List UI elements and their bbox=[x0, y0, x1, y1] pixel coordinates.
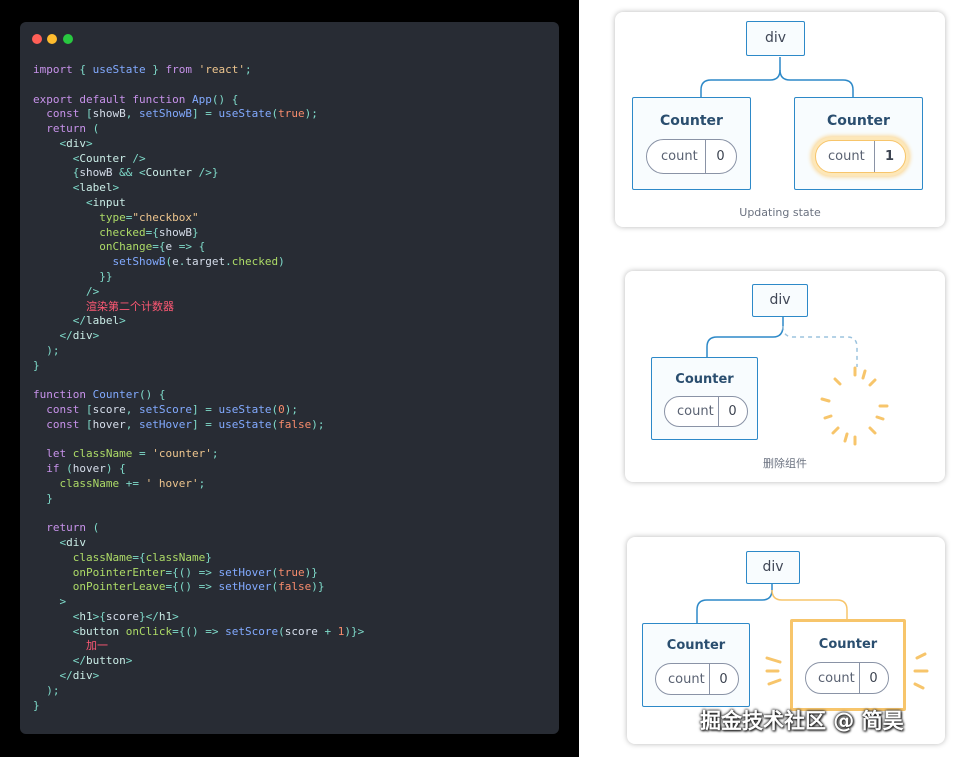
minimize-window-dot[interactable] bbox=[47, 34, 57, 44]
code-window: import { useState } from 'react'; export… bbox=[20, 22, 559, 734]
code-line: ); bbox=[46, 343, 60, 357]
count-label: count bbox=[677, 404, 714, 419]
count-label: count bbox=[668, 671, 705, 687]
counter-title: Counter bbox=[818, 637, 878, 652]
code-line: <Counter /> bbox=[72, 151, 146, 165]
diagram-caption: 删除组件 bbox=[763, 457, 807, 470]
diagram-delete-component: div Counter count 0 删除组件 bbox=[625, 271, 945, 482]
count-value: 0 bbox=[728, 404, 737, 419]
code-line: onPointerLeave={() => setHover(false)} bbox=[72, 580, 325, 594]
diagram-updating-state: div Counter count 0 Counter count 1 Upda… bbox=[615, 12, 945, 227]
count-label: count bbox=[828, 149, 865, 164]
div-node: div bbox=[752, 284, 808, 317]
maximize-window-dot[interactable] bbox=[63, 34, 73, 44]
counter-node-a: Counter count 0 bbox=[642, 623, 750, 707]
counter-node-a: Counter count 0 bbox=[651, 357, 758, 440]
counter-title: Counter bbox=[675, 372, 734, 387]
count-pill: count 0 bbox=[646, 139, 737, 174]
code-line: } bbox=[33, 358, 40, 372]
code-line: <h1>{score}</h1> bbox=[72, 609, 179, 623]
count-value: 0 bbox=[719, 671, 728, 687]
counter-title: Counter bbox=[827, 113, 890, 129]
code-line: <div bbox=[59, 536, 87, 549]
code-line: }} bbox=[99, 269, 113, 283]
count-value: 0 bbox=[869, 670, 878, 686]
count-label: count bbox=[818, 670, 855, 686]
diagram-caption: Updating state bbox=[739, 206, 821, 219]
code-line: <button onClick={() => setScore(score + … bbox=[72, 624, 365, 638]
code-line: <input bbox=[85, 196, 126, 210]
code-line: return ( bbox=[46, 122, 100, 136]
code-line: <div> bbox=[59, 136, 93, 150]
code-line: 渲染第二个计数器 bbox=[85, 299, 174, 313]
count-value: 1 bbox=[884, 149, 895, 164]
code-line: <label> bbox=[72, 181, 120, 195]
code-line: type="checkbox" bbox=[99, 210, 199, 224]
counter-title: Counter bbox=[666, 638, 726, 653]
code-line: className += ' hover'; bbox=[59, 476, 206, 490]
code-line: setShowB(e.target.checked) bbox=[112, 255, 285, 269]
code-line: </button> bbox=[72, 654, 133, 668]
code-line: </label> bbox=[72, 314, 126, 328]
code-line: return ( bbox=[46, 521, 100, 535]
code-line: </div> bbox=[59, 669, 100, 683]
pill-divider bbox=[709, 664, 710, 694]
code-line: > bbox=[59, 595, 67, 609]
code-line: } bbox=[46, 491, 53, 505]
code-line: /> bbox=[85, 284, 100, 298]
code-line: {showB && <Counter />} bbox=[72, 166, 219, 180]
counter-node-b: Counter count 1 bbox=[794, 97, 923, 190]
counter-node-a: Counter count 0 bbox=[632, 97, 751, 190]
pill-divider bbox=[705, 140, 706, 173]
div-node: div bbox=[746, 551, 800, 584]
count-pill: count 0 bbox=[664, 396, 748, 427]
code-line: </div> bbox=[59, 329, 100, 343]
close-window-dot[interactable] bbox=[32, 34, 42, 44]
counter-title: Counter bbox=[660, 113, 723, 129]
counter-node-b-new: Counter count 0 bbox=[790, 619, 906, 711]
code-listing: import { useState } from 'react'; export… bbox=[33, 63, 364, 713]
pill-divider bbox=[874, 141, 875, 172]
pill-divider bbox=[718, 397, 719, 426]
code-line: onChange={e => { bbox=[99, 240, 206, 254]
diagram-add-component: div Counter count 0 Counter count 0 bbox=[627, 537, 945, 744]
code-line: if (hover) { bbox=[46, 462, 126, 476]
burst-icon bbox=[765, 652, 929, 690]
code-line: const [hover, setHover] = useState(false… bbox=[46, 417, 325, 431]
code-line: const [score, setScore] = useState(0); bbox=[46, 402, 298, 416]
code-line: const [showB, setShowB] = useState(true)… bbox=[46, 107, 318, 121]
pill-divider bbox=[859, 663, 860, 693]
code-line: checked={showB} bbox=[99, 225, 199, 239]
count-pill: count 0 bbox=[655, 663, 739, 695]
watermark: 掘金技术社区 @ 简昊 bbox=[700, 709, 904, 733]
count-pill-highlighted: count 1 bbox=[815, 140, 906, 173]
count-pill: count 0 bbox=[805, 662, 889, 694]
code-line: onPointerEnter={() => setHover(true)} bbox=[72, 565, 318, 579]
count-value: 0 bbox=[716, 149, 725, 164]
code-line: 加一 bbox=[85, 639, 108, 653]
code-line: } bbox=[33, 698, 40, 712]
code-line: ); bbox=[46, 683, 60, 697]
code-line: let className = 'counter'; bbox=[46, 447, 219, 461]
burst-icon bbox=[820, 366, 889, 446]
tree-connectors bbox=[706, 316, 889, 446]
tree-connectors bbox=[696, 582, 929, 690]
code-line: function Counter() { bbox=[33, 388, 166, 402]
code-line: import { useState } from 'react'; bbox=[33, 63, 252, 76]
div-node: div bbox=[746, 21, 805, 56]
code-line: className={className} bbox=[72, 550, 212, 564]
count-label: count bbox=[661, 149, 698, 164]
code-line: export default function App() { bbox=[33, 92, 239, 106]
